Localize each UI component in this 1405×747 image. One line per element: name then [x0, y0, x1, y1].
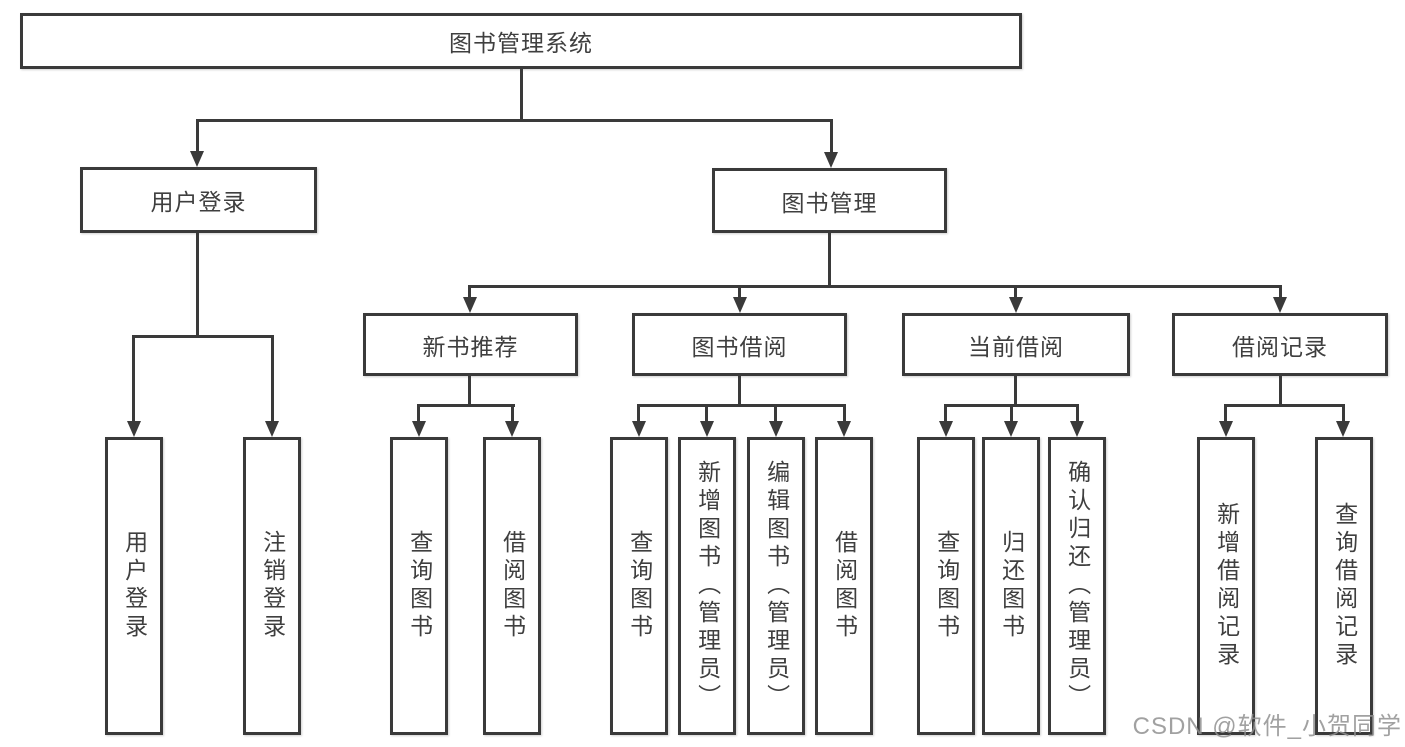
- leaf-user-login: 用户登录: [105, 437, 163, 735]
- node-user-login: 用户登录: [80, 167, 317, 233]
- connector-line: [271, 335, 274, 422]
- connector-arrow: [265, 421, 279, 437]
- csdn-watermark: CSDN @软件_小贺同学: [1132, 713, 1402, 740]
- connector-line: [132, 335, 274, 338]
- connector-line: [738, 376, 741, 407]
- connector-line: [830, 119, 833, 152]
- connector-line: [520, 69, 523, 121]
- node-borrow-records: 借阅记录: [1172, 313, 1388, 376]
- connector-arrow: [1070, 421, 1084, 437]
- connector-arrow: [190, 151, 204, 167]
- leaf-query-books-recommend: 查询图书: [390, 437, 448, 735]
- connector-arrow: [1273, 297, 1287, 313]
- connector-arrow: [733, 297, 747, 313]
- connector-line: [637, 404, 846, 407]
- node-user-login-label: 用户登录: [150, 189, 247, 215]
- leaf-borrow-books-recommend: 借阅图书: [483, 437, 541, 735]
- leaf-confirm-return-admin-label: 确认归还（管理员）: [1064, 460, 1091, 712]
- node-root: 图书管理系统: [20, 13, 1022, 69]
- connector-line: [774, 404, 777, 422]
- connector-line: [468, 376, 471, 407]
- leaf-query-books-borrow-label: 查询图书: [626, 530, 653, 642]
- leaf-query-books-current-label: 查询图书: [933, 530, 960, 642]
- node-book-manage: 图书管理: [712, 168, 947, 233]
- leaf-return-books: 归还图书: [982, 437, 1040, 735]
- connector-line: [637, 404, 640, 422]
- leaf-add-book-admin-label: 新增图书（管理员）: [694, 460, 721, 712]
- connector-line: [511, 404, 514, 422]
- leaf-query-books-recommend-label: 查询图书: [406, 530, 433, 642]
- connector-arrow: [505, 421, 519, 437]
- connector-line: [468, 285, 1282, 288]
- connector-arrow: [939, 421, 953, 437]
- leaf-borrow-books-label: 借阅图书: [831, 530, 858, 642]
- connector-line: [196, 233, 199, 338]
- node-book-manage-label: 图书管理: [781, 189, 878, 216]
- connector-arrow: [824, 152, 838, 168]
- leaf-add-book-admin: 新增图书（管理员）: [678, 437, 736, 735]
- leaf-query-books-borrow: 查询图书: [610, 437, 668, 735]
- leaf-logout-label: 注销登录: [259, 530, 286, 642]
- leaf-borrow-books-recommend-label: 借阅图书: [499, 530, 526, 642]
- connector-arrow: [1336, 421, 1350, 437]
- connector-line: [1342, 404, 1345, 422]
- connector-line: [1224, 404, 1227, 422]
- node-current-borrow: 当前借阅: [902, 313, 1130, 376]
- connector-arrow: [1009, 297, 1023, 313]
- connector-line: [1279, 285, 1282, 299]
- leaf-query-borrow-record: 查询借阅记录: [1315, 437, 1373, 735]
- connector-line: [843, 404, 846, 422]
- node-book-borrow-label: 图书借阅: [691, 333, 788, 360]
- connector-line: [1010, 404, 1013, 422]
- node-book-borrow: 图书借阅: [632, 313, 847, 376]
- connector-arrow: [700, 421, 714, 437]
- connector-arrow: [1219, 421, 1233, 437]
- connector-arrow: [769, 421, 783, 437]
- leaf-return-books-label: 归还图书: [998, 530, 1025, 642]
- connector-line: [738, 285, 741, 299]
- connector-arrow: [463, 297, 477, 313]
- connector-line: [1224, 404, 1345, 407]
- leaf-add-borrow-record-label: 新增借阅记录: [1213, 502, 1240, 670]
- leaf-user-login-label: 用户登录: [121, 530, 148, 642]
- connector-line: [1279, 376, 1282, 407]
- connector-line: [417, 404, 420, 422]
- connector-line: [1014, 376, 1017, 407]
- connector-arrow: [632, 421, 646, 437]
- node-root-label: 图书管理系统: [449, 30, 593, 56]
- connector-line: [196, 119, 833, 122]
- leaf-borrow-books: 借阅图书: [815, 437, 873, 735]
- connector-line: [944, 404, 947, 422]
- node-borrow-records-label: 借阅记录: [1232, 333, 1328, 360]
- node-current-borrow-label: 当前借阅: [968, 333, 1064, 360]
- connector-line: [132, 335, 135, 422]
- connector-arrow: [1004, 421, 1018, 437]
- connector-arrow: [412, 421, 426, 437]
- connector-line: [705, 404, 708, 422]
- node-new-book-recommend-label: 新书推荐: [422, 333, 519, 360]
- leaf-edit-book-admin-label: 编辑图书（管理员）: [763, 460, 790, 712]
- leaf-query-books-current: 查询图书: [917, 437, 975, 735]
- connector-line: [468, 285, 471, 299]
- connector-line: [417, 404, 515, 407]
- leaf-logout: 注销登录: [243, 437, 301, 735]
- leaf-add-borrow-record: 新增借阅记录: [1197, 437, 1255, 735]
- connector-arrow: [837, 421, 851, 437]
- connector-line: [828, 233, 831, 288]
- connector-line: [1076, 404, 1079, 422]
- connector-arrow: [127, 421, 141, 437]
- node-new-book-recommend: 新书推荐: [363, 313, 578, 376]
- connector-line: [1014, 285, 1017, 299]
- leaf-confirm-return-admin: 确认归还（管理员）: [1048, 437, 1106, 735]
- leaf-query-borrow-record-label: 查询借阅记录: [1331, 502, 1358, 670]
- leaf-edit-book-admin: 编辑图书（管理员）: [747, 437, 805, 735]
- connector-line: [196, 119, 199, 152]
